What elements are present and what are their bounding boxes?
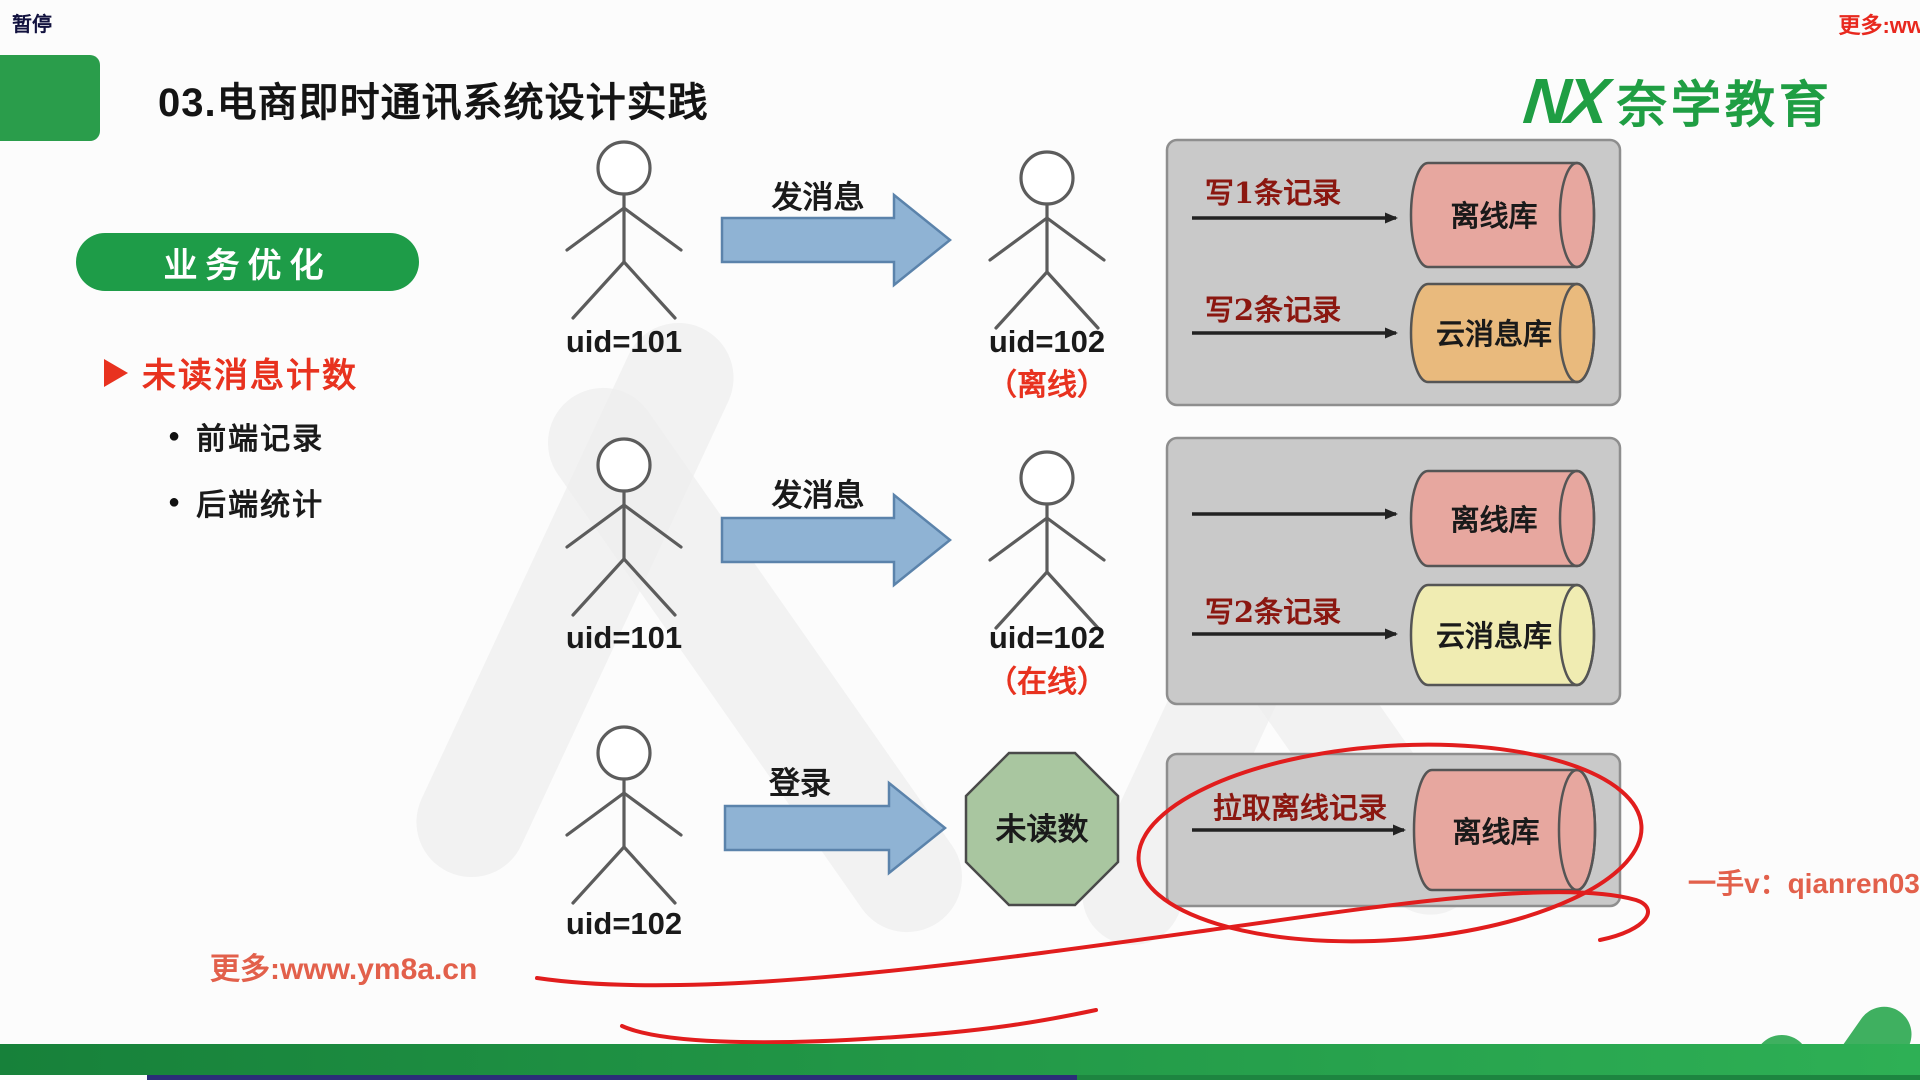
block-arrow [723,780,947,876]
pause-button[interactable]: 暂停 [12,14,52,36]
unread-count-octagon [964,751,1120,907]
person-figure [565,437,683,617]
bullet-label: 前端记录 [196,423,325,456]
bottom-green-bar [0,1044,1920,1075]
action-label: 登录 [768,766,831,802]
uid-label: uid=101 [566,620,682,655]
topic-label: 未读消息计数 [142,357,358,395]
unread-count-label: 未读数 [996,812,1089,848]
annotation-stroke [535,890,1650,988]
person-figure [988,450,1106,630]
block-arrow [720,492,952,588]
top-right-watermark-text: 更多:ww [1838,13,1920,38]
uid-label: uid=102 [989,324,1105,359]
bottom-darkgreen-strip [1077,1075,1920,1080]
pull-label: 拉取离线记录 [1213,791,1387,825]
database-cylinder: 云消息库 [1409,282,1596,384]
contact-watermark-text: 一手v：qianren03 [1688,868,1920,899]
db-label: 云消息库 [1436,317,1552,351]
action-label: 发消息 [771,180,865,216]
flow-row-login: uid=102 登录 未读数 拉取离线记录 离线库 [565,725,1622,941]
person-figure [565,140,683,320]
action-label: 发消息 [771,478,865,514]
block-arrow [720,192,952,288]
cylinder-face [1558,282,1596,384]
flow-row-offline: uid=101 发消息 uid=102 （离线） 写1条记录 离线库 写2条记录… [565,138,1622,407]
person-figure [988,150,1106,330]
cylinder-face [1557,768,1597,892]
left-accent-bar [0,55,100,141]
list-item: ● 后端统计 [168,480,324,524]
brand-logo: NX 奈学教育 [1520,64,1833,138]
bottom-navy-strip [147,1075,1077,1080]
uid-label: uid=102 [566,906,682,941]
list-item: ● 前端记录 [168,414,324,458]
nx-logo-icon: NX [1520,65,1609,137]
write-label: 写1条记录 [1205,176,1341,210]
page-title: 03.电商即时通讯系统设计实践 [158,81,709,125]
database-cylinder: 离线库 [1409,161,1596,269]
write-label: 写2条记录 [1205,595,1341,629]
annotation-circle [1136,742,1644,944]
status-label: （离线） [987,368,1107,403]
cylinder-face [1558,583,1596,687]
database-cylinder: 离线库 [1412,768,1597,892]
db-label: 离线库 [1450,503,1537,537]
annotation-stroke [620,1008,1098,1045]
db-label: 离线库 [1452,815,1539,849]
status-label: （在线） [987,665,1107,700]
uid-label: uid=102 [989,620,1105,655]
dot-bullet-icon: ● [168,424,181,447]
flow-row-online: uid=101 发消息 uid=102 （在线） 离线库 写2条记录 云消息库 [565,436,1622,706]
database-cylinder: 云消息库 [1409,583,1596,687]
section-badge: 业务优化 [76,233,419,291]
brand-name: 奈学教育 [1616,77,1833,133]
uid-label: uid=101 [566,324,682,359]
cylinder-face [1558,161,1596,269]
write-label: 写2条记录 [1205,293,1341,327]
bullet-label: 后端统计 [196,489,325,522]
person-figure [565,725,683,905]
bottom-left-watermark-text: 更多:www.ym8a.cn [210,953,478,986]
red-annotation [535,742,1650,1045]
db-label: 云消息库 [1436,619,1552,653]
arrow-bullet-icon [104,358,128,387]
database-cylinder: 离线库 [1409,469,1596,568]
dot-bullet-icon: ● [168,490,181,513]
cylinder-face [1558,469,1596,568]
topic-line: 未读消息计数 [104,348,358,397]
db-label: 离线库 [1450,199,1537,233]
